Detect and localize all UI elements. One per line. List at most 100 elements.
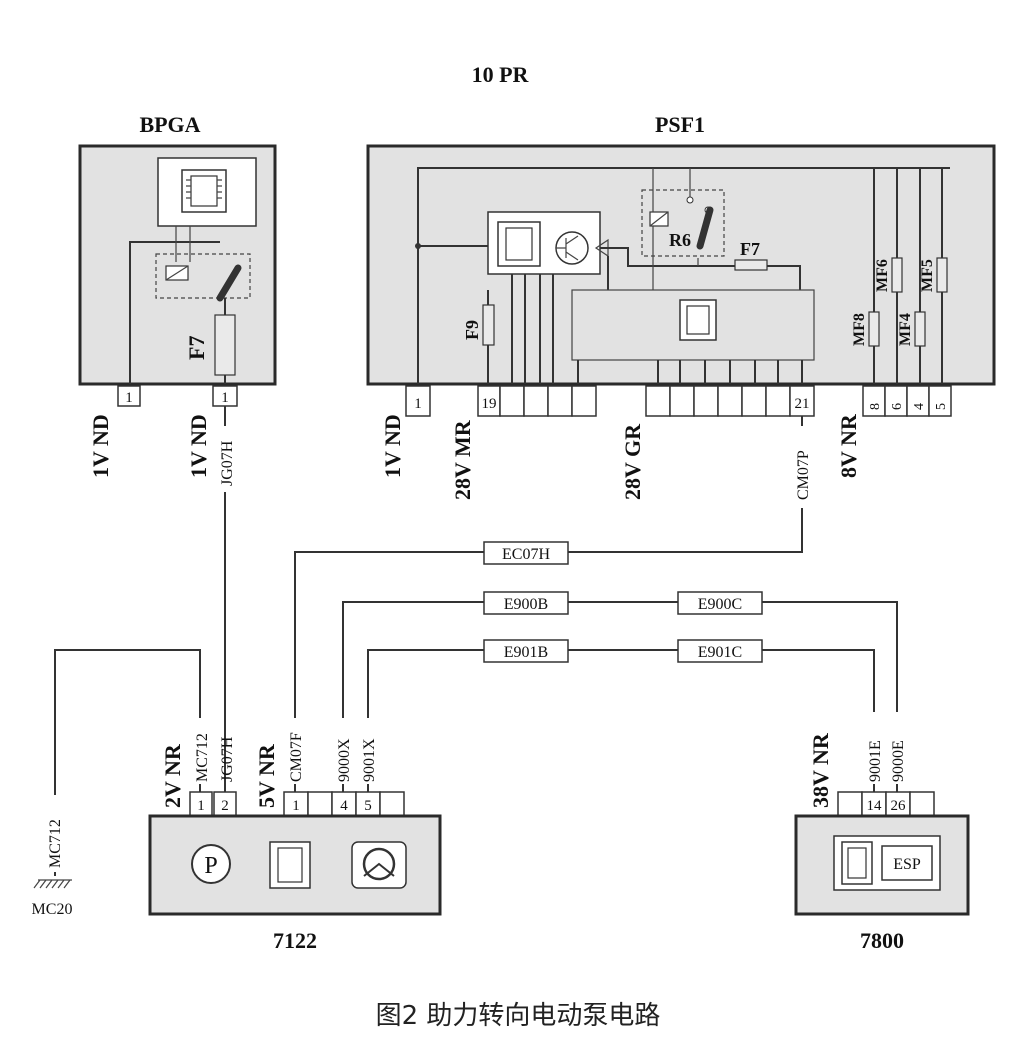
svg-text:14: 14	[867, 798, 883, 814]
wire-9000x: 9000X	[336, 738, 353, 782]
wire-9001e: 9001E	[867, 740, 884, 782]
resistor-r6-label: R6	[669, 230, 691, 250]
svg-text:8: 8	[868, 403, 883, 410]
module-7800-ic-icon	[841, 841, 873, 885]
psf1-ic2-icon	[679, 299, 717, 341]
splice-e901b: E901B	[483, 639, 569, 663]
m7122-connector-2: 1 4 5 5V NR	[254, 743, 405, 817]
bpga-title: BPGA	[139, 112, 200, 137]
psf-c1-label: 1V ND	[380, 414, 405, 478]
wire-mc712-a: MC712	[47, 819, 64, 868]
psf-connector-1: 1 1V ND	[380, 385, 431, 478]
splice-ec07h: EC07H	[483, 541, 569, 565]
psf-c4-label: 8V NR	[836, 413, 861, 478]
wire-e900-line	[342, 601, 898, 718]
psf-connector-4: 8 6 4 5 8V NR	[836, 385, 952, 478]
fuse-mf6-label: MF6	[874, 259, 891, 292]
svg-text:1: 1	[292, 798, 300, 814]
svg-text:E900B: E900B	[504, 596, 548, 613]
warning-lamp-icon	[351, 841, 407, 889]
svg-text:2: 2	[221, 798, 229, 814]
module-7122: P	[148, 814, 442, 916]
wire-cm07p: CM07P	[795, 450, 812, 500]
m7122-connector-1: 1 2 2V NR	[160, 743, 237, 817]
psf-connector-2: 19 28V MR	[450, 385, 597, 500]
wire-jg07h-bot: JG07H	[219, 736, 236, 782]
wire-cm07p-line	[568, 416, 803, 553]
bpga-ic-icon	[181, 169, 227, 213]
psf1-logic-box	[571, 289, 815, 361]
top-label: 10 PR	[472, 62, 530, 87]
fuse-mf8-icon	[868, 311, 880, 347]
fuse-mf8-label: MF8	[851, 313, 868, 346]
svg-text:E901B: E901B	[504, 644, 548, 661]
psf1-module: F9 R6 F7 MF8 MF6 MF4 MF5	[366, 144, 996, 386]
wire-mc712-ground	[54, 649, 201, 876]
m7800-connector-1: 14 26 38V NR	[808, 732, 935, 817]
bpga-connector-2: 1 1V ND	[186, 385, 238, 478]
splice-e901c: E901C	[677, 639, 763, 663]
fuse-mf4-label: MF4	[897, 313, 914, 346]
svg-text:1: 1	[197, 798, 205, 814]
fuse-mf5-label: MF5	[919, 259, 936, 292]
wire-jg07h-top: JG07H	[219, 440, 236, 486]
bpga-connector-1: 1 1V ND	[88, 385, 141, 478]
splice-e900b: E900B	[483, 591, 569, 615]
wire-ec07h-line	[294, 551, 484, 718]
svg-text:4: 4	[340, 798, 348, 814]
wire-9000e: 9000E	[890, 740, 907, 782]
svg-text:1: 1	[414, 396, 422, 412]
svg-text:19: 19	[482, 396, 497, 412]
splice-e900c: E900C	[677, 591, 763, 615]
bpga-c2-label: 1V ND	[186, 414, 211, 478]
psf1-relay	[641, 189, 725, 257]
psf-c3-label: 28V GR	[620, 423, 645, 500]
fuse-mf4-icon	[914, 311, 926, 347]
psf1-title: PSF1	[655, 112, 705, 137]
esp-badge-box	[881, 845, 933, 881]
fuse-f7-icon	[734, 259, 768, 271]
module-7800: ESP	[794, 814, 970, 916]
psf-connector-3: 21 28V GR	[620, 385, 815, 500]
svg-text:1: 1	[125, 390, 133, 406]
wire-9001x: 9001X	[361, 738, 378, 782]
fuse-f9-label: F9	[462, 320, 482, 340]
esp-badge: ESP	[893, 856, 921, 873]
svg-text:E900C: E900C	[698, 596, 742, 613]
bpga-switch-icon	[216, 264, 242, 302]
psf-c2-label: 28V MR	[450, 419, 475, 500]
psf1-ic-icon	[497, 221, 541, 267]
wire-e901-line	[367, 649, 875, 718]
svg-text:21: 21	[795, 396, 810, 412]
psf1-switch-icon	[696, 206, 714, 250]
figure-caption: 图2 助力转向电动泵电路	[375, 1001, 661, 1031]
bpga-relay	[155, 253, 251, 299]
wire-mc712-b: MC712	[194, 733, 211, 782]
m7122-c2-label: 5V NR	[254, 743, 279, 808]
m7800-c1-label: 38V NR	[808, 732, 833, 808]
module-7122-ic-icon	[269, 841, 311, 889]
fuse-mf5-icon	[936, 257, 948, 293]
ground-icon	[33, 879, 72, 889]
fuse-mf6-icon	[891, 257, 903, 293]
transistor-icon	[555, 231, 609, 265]
svg-text:4: 4	[912, 403, 927, 410]
bpga-c1-label: 1V ND	[88, 414, 113, 478]
m7122-c1-label: 2V NR	[160, 743, 185, 808]
ground-label: MC20	[32, 901, 73, 918]
parking-icon: P	[191, 844, 231, 884]
svg-text:5: 5	[364, 798, 372, 814]
svg-text:E901C: E901C	[698, 644, 742, 661]
svg-text:5: 5	[934, 403, 949, 410]
svg-text:EC07H: EC07H	[502, 546, 550, 563]
svg-text:26: 26	[891, 798, 907, 814]
bpga-fuse-icon	[214, 314, 236, 376]
fuse-f7-label: F7	[740, 239, 760, 259]
bpga-module: F7	[78, 144, 277, 386]
svg-text:6: 6	[890, 403, 905, 410]
module-7122-label: 7122	[273, 928, 317, 953]
svg-text:P: P	[204, 853, 217, 879]
fuse-f9-icon	[482, 304, 495, 346]
svg-text:1: 1	[221, 390, 229, 406]
